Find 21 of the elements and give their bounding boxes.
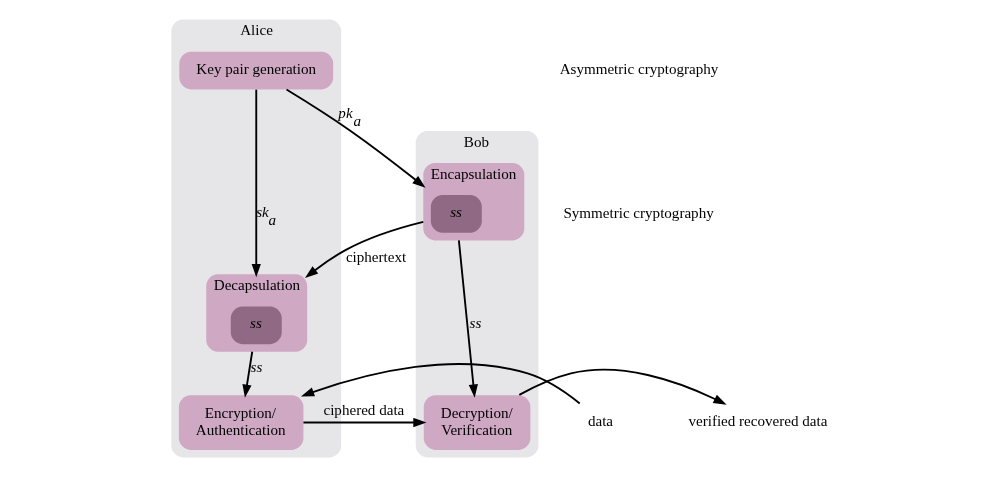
arrow [304,220,425,279]
arrow [457,239,478,398]
edge-label: ciphertext [345,248,407,265]
label: Asymmetric cryptography [559,61,719,78]
node-text: verified recovered data [688,413,828,430]
arrow [285,88,426,188]
arrow [251,88,261,278]
arrow [518,368,727,405]
edge-label: ciphered data [323,401,405,418]
node-box: ss [230,306,282,345]
edge-label: ss [469,314,482,331]
node-box: Key pair generation [179,51,334,90]
node-text: data [587,413,614,430]
node-box: Encryption/ Authentication [178,395,304,450]
label: Symmetric cryptography [563,204,714,221]
arrow [300,363,581,405]
arrow [242,350,254,398]
arrow [302,417,427,428]
edge-label: ss [250,359,263,376]
node-box: Decryption/ Verification [423,395,531,450]
node-box: ss [430,195,482,233]
